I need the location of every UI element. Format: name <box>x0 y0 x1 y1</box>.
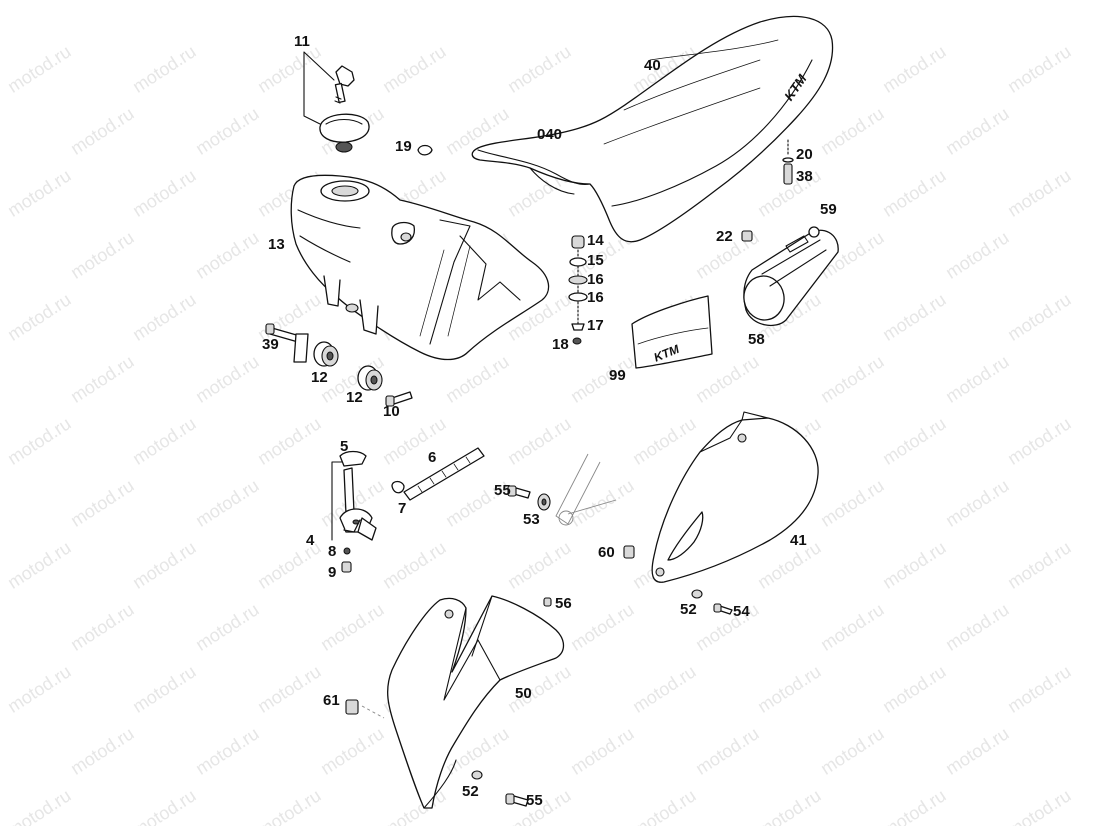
callout-41: 41 <box>790 532 807 549</box>
callout-5: 5 <box>340 438 349 455</box>
sticker-icon: KTM <box>631 295 713 369</box>
callout-14: 14 <box>587 232 604 249</box>
side-cover-icon <box>651 411 819 583</box>
tool-bag-icon <box>743 226 839 327</box>
rubber-mount-a-icon <box>313 341 339 367</box>
screw-22-icon <box>741 230 753 242</box>
callout-39: 39 <box>262 336 279 353</box>
callout-61: 61 <box>323 692 340 709</box>
leader-11 <box>303 51 335 125</box>
callout-8: 8 <box>328 543 337 560</box>
callout-22: 22 <box>716 228 733 245</box>
callout-12b: 12 <box>346 389 363 406</box>
callout-55b: 55 <box>526 792 543 809</box>
clip-icon <box>417 144 433 156</box>
callout-15: 15 <box>587 252 604 269</box>
callout-50: 50 <box>515 685 532 702</box>
callout-17: 17 <box>587 317 604 334</box>
fuel-tap-icon <box>331 450 377 541</box>
callout-56: 56 <box>555 595 572 612</box>
callout-040: 040 <box>537 126 563 143</box>
callout-16a: 16 <box>587 271 604 288</box>
screw-38-icon <box>783 163 793 185</box>
callout-58: 58 <box>748 331 765 348</box>
hose-clamp-icon <box>391 480 405 494</box>
rubber-53-icon <box>537 493 551 511</box>
callout-52a: 52 <box>680 601 697 618</box>
key-icon <box>334 65 355 104</box>
bolt-39-icon <box>265 323 309 363</box>
fastener-stack-icon <box>568 235 588 345</box>
radiator-spoiler-icon <box>361 595 565 809</box>
bolt-55-top-icon <box>507 485 531 499</box>
callout-19: 19 <box>395 138 412 155</box>
nut-60-icon <box>623 545 635 559</box>
callout-12a: 12 <box>311 369 328 386</box>
callout-52b: 52 <box>462 783 479 800</box>
callout-10: 10 <box>383 403 400 420</box>
callout-20: 20 <box>796 146 813 163</box>
callout-40: 40 <box>644 57 661 74</box>
washer-8-icon <box>343 547 351 555</box>
washer-52-bottom-icon <box>471 770 483 780</box>
nut-61-icon <box>345 699 359 715</box>
callout-4: 4 <box>306 532 315 549</box>
screw-9-icon <box>341 561 352 573</box>
callout-6: 6 <box>428 449 437 466</box>
screw-54-icon <box>713 603 733 615</box>
rubber-mount-b-icon <box>357 365 383 391</box>
callout-9: 9 <box>328 564 337 581</box>
callout-18: 18 <box>552 336 569 353</box>
callout-53: 53 <box>523 511 540 528</box>
washer-20-icon <box>782 139 794 163</box>
bolt-55-bottom-icon <box>505 793 529 807</box>
seat-icon: KTM <box>471 15 834 243</box>
callout-16b: 16 <box>587 289 604 306</box>
callout-60: 60 <box>598 544 615 561</box>
callout-38: 38 <box>796 168 813 185</box>
callout-99: 99 <box>609 367 626 384</box>
fuel-tank-icon <box>290 174 550 361</box>
fuel-hose-icon <box>403 447 485 501</box>
fuel-cap-icon <box>319 113 370 153</box>
screw-10-icon <box>385 391 413 407</box>
callout-55a: 55 <box>494 482 511 499</box>
callout-59: 59 <box>820 201 837 218</box>
callout-54: 54 <box>733 603 750 620</box>
frame-reference <box>555 453 617 526</box>
callout-13: 13 <box>268 236 285 253</box>
callout-7: 7 <box>398 500 407 517</box>
washer-52-top-icon <box>691 589 703 599</box>
screw-56-icon <box>543 597 552 607</box>
callout-11: 11 <box>294 33 310 50</box>
